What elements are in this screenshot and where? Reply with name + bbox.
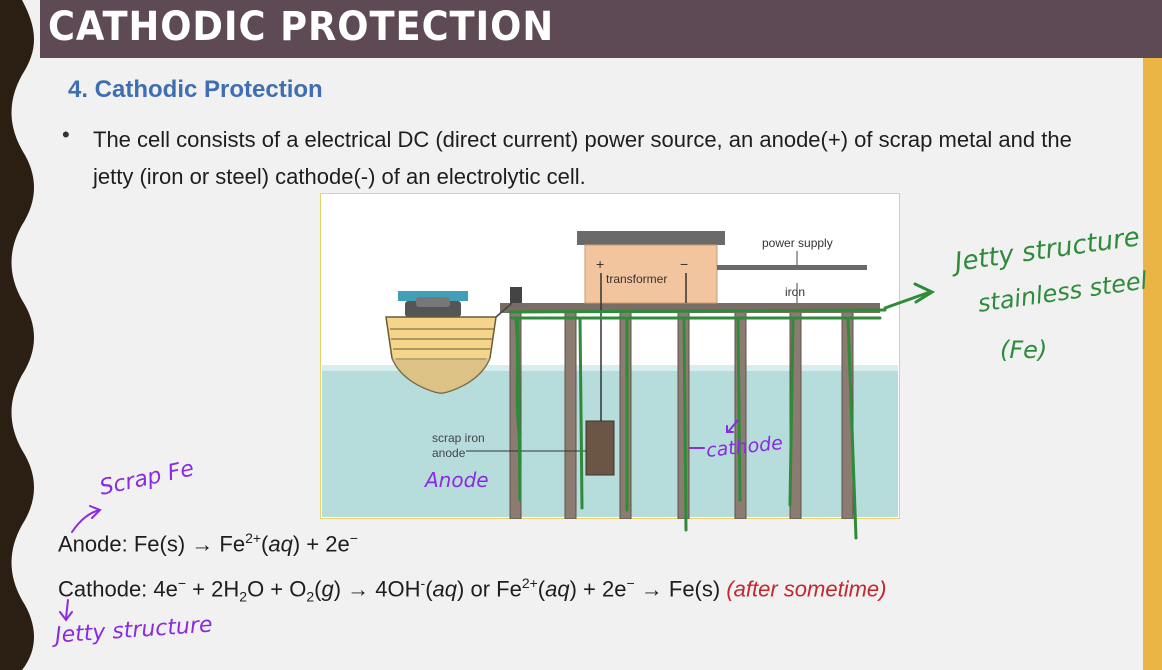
jetty-deck	[500, 303, 880, 313]
label-scrap-iron: scrap iron	[432, 431, 485, 445]
anode-equation: Anode: Fe(s) → Fe2+(aq) + 2e−	[58, 530, 358, 557]
cathodic-protection-diagram: power supply iron transformer + − scrap …	[320, 193, 900, 519]
handwritten-jetty-line1: Jetty structure	[952, 222, 1142, 278]
label-plus: +	[596, 256, 604, 272]
handwritten-jetty-line3: (Fe)	[1000, 336, 1048, 364]
transformer-roof	[577, 231, 725, 245]
handwritten-scrap-fe: Scrap Fe	[97, 456, 197, 501]
handwritten-anode: Anode	[425, 468, 489, 492]
decorative-wave-border	[0, 0, 34, 670]
title-bar: CATHODIC PROTECTION	[40, 0, 1162, 58]
handwritten-jetty-structure-bottom: Jetty structure	[54, 612, 214, 649]
slide-title: CATHODIC PROTECTION	[48, 4, 555, 50]
scrap-iron-anode	[585, 420, 615, 476]
bullet-text: The cell consists of a electrical DC (di…	[93, 127, 1072, 189]
label-minus: −	[680, 256, 688, 272]
cathode-equation: Cathode: 4e− + 2H2O + O2(g) → 4OH-(aq) o…	[58, 575, 887, 605]
transformer-box	[584, 244, 718, 304]
accent-stripe	[1143, 58, 1162, 670]
bullet-marker: •	[62, 122, 70, 147]
section-heading: 4. Cathodic Protection	[68, 76, 323, 103]
after-sometime-note: (after sometime)	[726, 576, 887, 602]
label-anode: anode	[432, 446, 466, 460]
label-power-supply: power supply	[762, 236, 833, 250]
label-transformer: transformer	[606, 272, 667, 286]
label-iron: iron	[785, 285, 805, 299]
handwritten-jetty-line2: stainless steel	[976, 266, 1149, 318]
boat	[385, 287, 522, 394]
